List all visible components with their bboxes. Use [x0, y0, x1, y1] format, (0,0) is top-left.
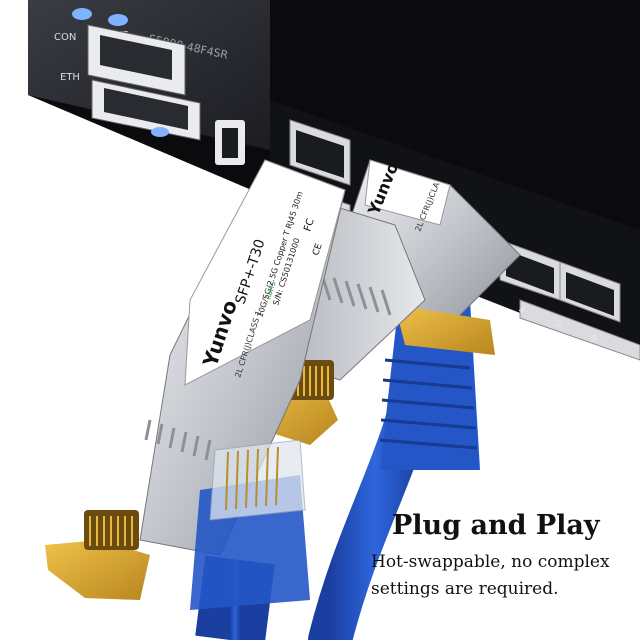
- latch-gold-icon: [395, 305, 495, 355]
- con-label: CON: [54, 32, 76, 43]
- port-number: 0: [589, 333, 598, 344]
- module-left-fc: FC: [302, 217, 316, 233]
- con-led-icon: [72, 8, 92, 20]
- sfp-module-left: Yunvo SFP+-T30 10G/5G/2.5G Copper T RJ45…: [45, 159, 346, 600]
- eth-label: ETH: [60, 72, 80, 83]
- sfp-cage[interactable]: [519, 299, 640, 361]
- caption-title: Plug and Play: [392, 510, 600, 541]
- latch-gold-icon: [45, 540, 150, 600]
- port-number: 2: [554, 319, 563, 330]
- sys-led-icon: [108, 14, 128, 26]
- port-number: 4: [517, 305, 526, 316]
- module-left-ce: CE: [311, 242, 324, 257]
- blue-cable-left: [190, 439, 310, 644]
- caption-subtitle: Hot-swappable, no complex settings are r…: [371, 552, 610, 599]
